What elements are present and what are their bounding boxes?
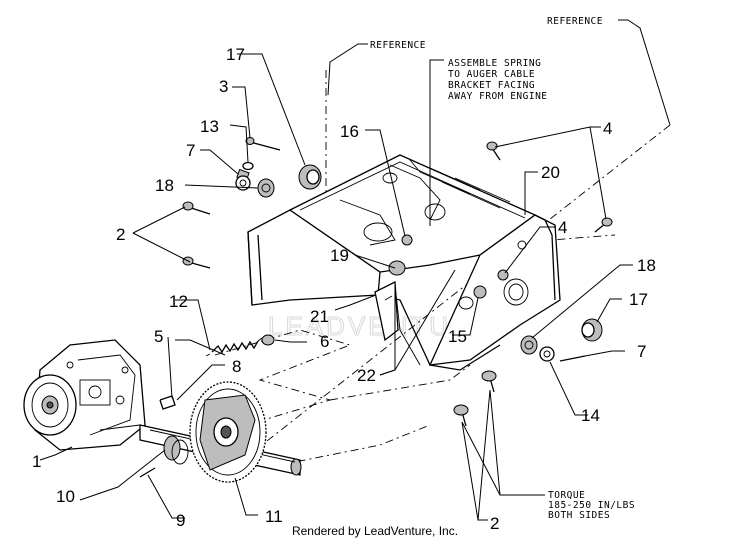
leader-lines — [39, 19, 671, 521]
callout-9: 9 — [176, 511, 185, 530]
callout-4: 4 — [603, 119, 612, 138]
frame-bracket — [247, 154, 561, 371]
notes: REFERENCE REFERENCE ASSEMBLE SPRING TO A… — [370, 16, 635, 521]
callout-14: 14 — [581, 406, 600, 425]
gear — [163, 381, 267, 483]
note-assemble-line1: ASSEMBLE SPRING — [448, 58, 541, 69]
callout-1: 1 — [32, 452, 41, 471]
callout-13: 13 — [200, 117, 219, 136]
callout-3: 3 — [219, 77, 228, 96]
callout-19: 19 — [330, 246, 349, 265]
key — [159, 395, 176, 410]
callout-16: 16 — [340, 122, 359, 141]
callout-15: 15 — [448, 327, 467, 346]
callout-6: 6 — [320, 332, 329, 351]
callout-12: 12 — [169, 292, 188, 311]
callout-10: 10 — [56, 487, 75, 506]
footer-credit: Rendered by LeadVenture, Inc. — [291, 524, 459, 538]
note-torque-line1: TORQUE — [548, 490, 585, 501]
left-hardware — [182, 137, 322, 269]
callout-11: 11 — [265, 507, 283, 526]
callout-2: 2 — [116, 225, 125, 244]
callout-17: 17 — [629, 290, 648, 309]
note-reference-left: REFERENCE — [370, 40, 426, 51]
transmission — [23, 339, 146, 451]
callout-20: 20 — [541, 163, 560, 182]
pin — [139, 467, 156, 478]
note-assemble-line2: TO AUGER CABLE — [448, 69, 535, 80]
callout-4: 4 — [558, 218, 567, 237]
callout-7: 7 — [637, 342, 646, 361]
callout-17: 17 — [226, 45, 245, 64]
callout-8: 8 — [232, 357, 241, 376]
callout-18: 18 — [637, 256, 656, 275]
spring — [205, 337, 263, 357]
callout-2: 2 — [490, 514, 499, 533]
callouts: 1 2 2 3 4 4 5 6 7 7 8 9 10 11 12 13 14 1… — [32, 45, 656, 533]
note-assemble-line3: BRACKET FACING — [448, 80, 535, 91]
callout-5: 5 — [154, 327, 163, 346]
nut — [261, 334, 275, 346]
note-assemble-line4: AWAY FROM ENGINE — [448, 91, 548, 102]
note-torque-line2: 185-250 IN/LBS — [548, 500, 635, 511]
callout-7: 7 — [186, 141, 195, 160]
note-reference-right: REFERENCE — [547, 16, 603, 27]
callout-22: 22 — [357, 366, 376, 385]
callout-21: 21 — [310, 307, 329, 326]
note-torque-line3: BOTH SIDES — [548, 510, 610, 521]
callout-18: 18 — [155, 176, 174, 195]
right-hardware — [388, 141, 613, 427]
